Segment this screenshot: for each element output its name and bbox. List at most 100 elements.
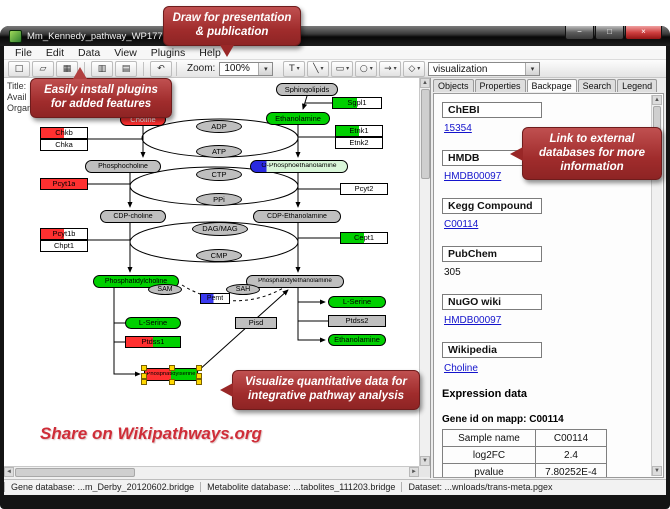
- selection-handle[interactable]: [169, 365, 175, 371]
- node-phosphocholine[interactable]: Phosphocholine: [85, 160, 161, 173]
- copy-icon[interactable]: ▥: [91, 60, 113, 77]
- node-cept1[interactable]: Cept1: [340, 232, 388, 244]
- tab-legend[interactable]: Legend: [617, 79, 658, 92]
- node-sgpl1[interactable]: Sgpl1: [332, 97, 382, 109]
- line-tool[interactable]: ╲▾: [307, 60, 330, 77]
- node-etnk1[interactable]: Etnk1: [335, 125, 383, 137]
- selection-handle[interactable]: [169, 379, 175, 385]
- menu-edit[interactable]: Edit: [45, 46, 65, 59]
- selection-handle[interactable]: [196, 379, 202, 385]
- horizontal-scroll-thumb[interactable]: [15, 468, 135, 477]
- close-button[interactable]: ×: [625, 26, 662, 40]
- node-cdp-choline[interactable]: CDP-choline: [100, 210, 166, 223]
- node-chkb[interactable]: Chkb: [40, 127, 88, 139]
- maximize-button[interactable]: □: [595, 26, 624, 40]
- scroll-up-icon[interactable]: ▲: [420, 78, 430, 88]
- node-pcyt1b[interactable]: Pcyt1b: [40, 228, 88, 240]
- undo-icon[interactable]: ↶: [150, 60, 172, 77]
- node-sam[interactable]: SAM: [148, 284, 182, 295]
- horizontal-scrollbar[interactable]: ◄ ►: [4, 466, 419, 477]
- node-label: Phosphatidylcholine: [104, 278, 168, 285]
- node-chpt1[interactable]: Chpt1: [40, 240, 88, 252]
- node-cdp-ethanolamine[interactable]: CDP-Ethanolamine: [253, 210, 341, 223]
- node-atp[interactable]: ATP: [196, 145, 242, 158]
- node-l-serine[interactable]: L-Serine: [328, 296, 386, 308]
- tab-search[interactable]: Search: [577, 79, 617, 92]
- menu-file[interactable]: File: [15, 46, 32, 59]
- node-pisd[interactable]: Pisd: [235, 317, 277, 329]
- vertical-scrollbar[interactable]: ▲ ▼: [419, 78, 430, 466]
- node-etnk2[interactable]: Etnk2: [335, 137, 383, 149]
- node-ptdss1[interactable]: Ptdss1: [125, 336, 181, 348]
- node-ptdss2[interactable]: Ptdss2: [328, 315, 386, 327]
- minimize-button[interactable]: −: [565, 26, 594, 40]
- db-link[interactable]: C00114: [444, 219, 479, 230]
- vertical-scroll-thumb[interactable]: [421, 89, 430, 179]
- callout-plugins: Easily install plugins for added feature…: [30, 67, 172, 118]
- new-file-icon[interactable]: □: [8, 60, 30, 77]
- visualization-combobox[interactable]: visualization ▾: [428, 62, 540, 76]
- node-sah[interactable]: SAH: [226, 284, 260, 295]
- scroll-right-icon[interactable]: ►: [409, 467, 419, 477]
- db-link[interactable]: HMDB00097: [444, 171, 502, 182]
- arrow-tool[interactable]: →▾: [379, 60, 402, 77]
- node-pcyt1a[interactable]: Pcyt1a: [40, 178, 88, 190]
- db-link[interactable]: 15354: [444, 123, 472, 134]
- node-pemt[interactable]: Pemt: [200, 293, 230, 304]
- node-ethanolamine[interactable]: Ethanolamine: [328, 334, 386, 346]
- node-label: CDP-choline: [113, 213, 153, 220]
- scroll-left-icon[interactable]: ◄: [4, 467, 14, 477]
- ellipse-tool[interactable]: ○▾: [355, 60, 378, 77]
- node-dag-mag[interactable]: DAG/MAG: [192, 222, 248, 236]
- selection-handle[interactable]: [196, 365, 202, 371]
- selection-handle[interactable]: [196, 372, 202, 379]
- node-phosphatidylethanolamine[interactable]: Phosphatidylethanolamine: [246, 275, 344, 288]
- db-link[interactable]: Choline: [444, 363, 478, 374]
- node-ppi[interactable]: PPi: [196, 193, 242, 206]
- rect-tool[interactable]: ▭▾: [331, 60, 354, 77]
- db-link[interactable]: HMDB00097: [444, 315, 502, 326]
- db-header-chebi: ChEBI: [442, 102, 542, 118]
- label-tool[interactable]: T▾: [283, 60, 306, 77]
- scroll-down-icon[interactable]: ▼: [420, 456, 430, 466]
- zoom-combobox[interactable]: 100% ▾: [219, 61, 274, 76]
- node-ctp[interactable]: CTP: [196, 168, 242, 181]
- node-o-phosphoethanolamine[interactable]: O-Phosphoethanolamine: [250, 160, 348, 173]
- paste-icon[interactable]: ▤: [115, 60, 137, 77]
- node-cmp[interactable]: CMP: [196, 249, 242, 262]
- titlebar[interactable]: Mm_Kennedy_pathway_WP1771_45176.gpml − □…: [0, 26, 670, 46]
- tab-properties[interactable]: Properties: [474, 79, 526, 92]
- scroll-up-icon[interactable]: ▲: [652, 95, 662, 105]
- scroll-down-icon[interactable]: ▼: [652, 466, 662, 476]
- callout-arrow-left: [220, 382, 233, 397]
- menu-help[interactable]: Help: [199, 46, 221, 59]
- selection-handle[interactable]: [141, 372, 147, 379]
- node-pcyt2[interactable]: Pcyt2: [340, 183, 388, 195]
- node-label: Pcyt2: [354, 185, 374, 193]
- shape-tool[interactable]: ◇▾: [403, 60, 426, 77]
- open-folder-icon[interactable]: ▱: [32, 60, 54, 77]
- chevron-down-icon[interactable]: ▾: [525, 63, 539, 75]
- menu-plugins[interactable]: Plugins: [150, 46, 186, 59]
- node-label: Pemt: [206, 295, 224, 302]
- tab-objects[interactable]: Objects: [433, 79, 474, 92]
- node-sphingolipids[interactable]: Sphingolipids: [276, 83, 338, 96]
- callout-draw: Draw for presentation & publication: [163, 6, 301, 57]
- node-l-serine[interactable]: L-Serine: [125, 317, 181, 329]
- chevron-down-icon: ▾: [369, 65, 373, 72]
- node-label: L-Serine: [138, 319, 168, 327]
- node-phosphatidylserine[interactable]: Phosphatidylserine: [141, 365, 202, 385]
- selection-handle[interactable]: [141, 379, 147, 385]
- menu-view[interactable]: View: [114, 46, 137, 59]
- node-chka[interactable]: Chka: [40, 139, 88, 151]
- node-ethanolamine[interactable]: Ethanolamine: [266, 112, 330, 125]
- menu-data[interactable]: Data: [78, 46, 101, 59]
- chevron-down-icon[interactable]: ▾: [258, 62, 273, 75]
- tab-backpage[interactable]: Backpage: [526, 79, 577, 92]
- node-adp[interactable]: ADP: [196, 120, 242, 133]
- selection-handle[interactable]: [141, 365, 147, 371]
- share-text: Share on Wikipathways.org: [40, 424, 262, 443]
